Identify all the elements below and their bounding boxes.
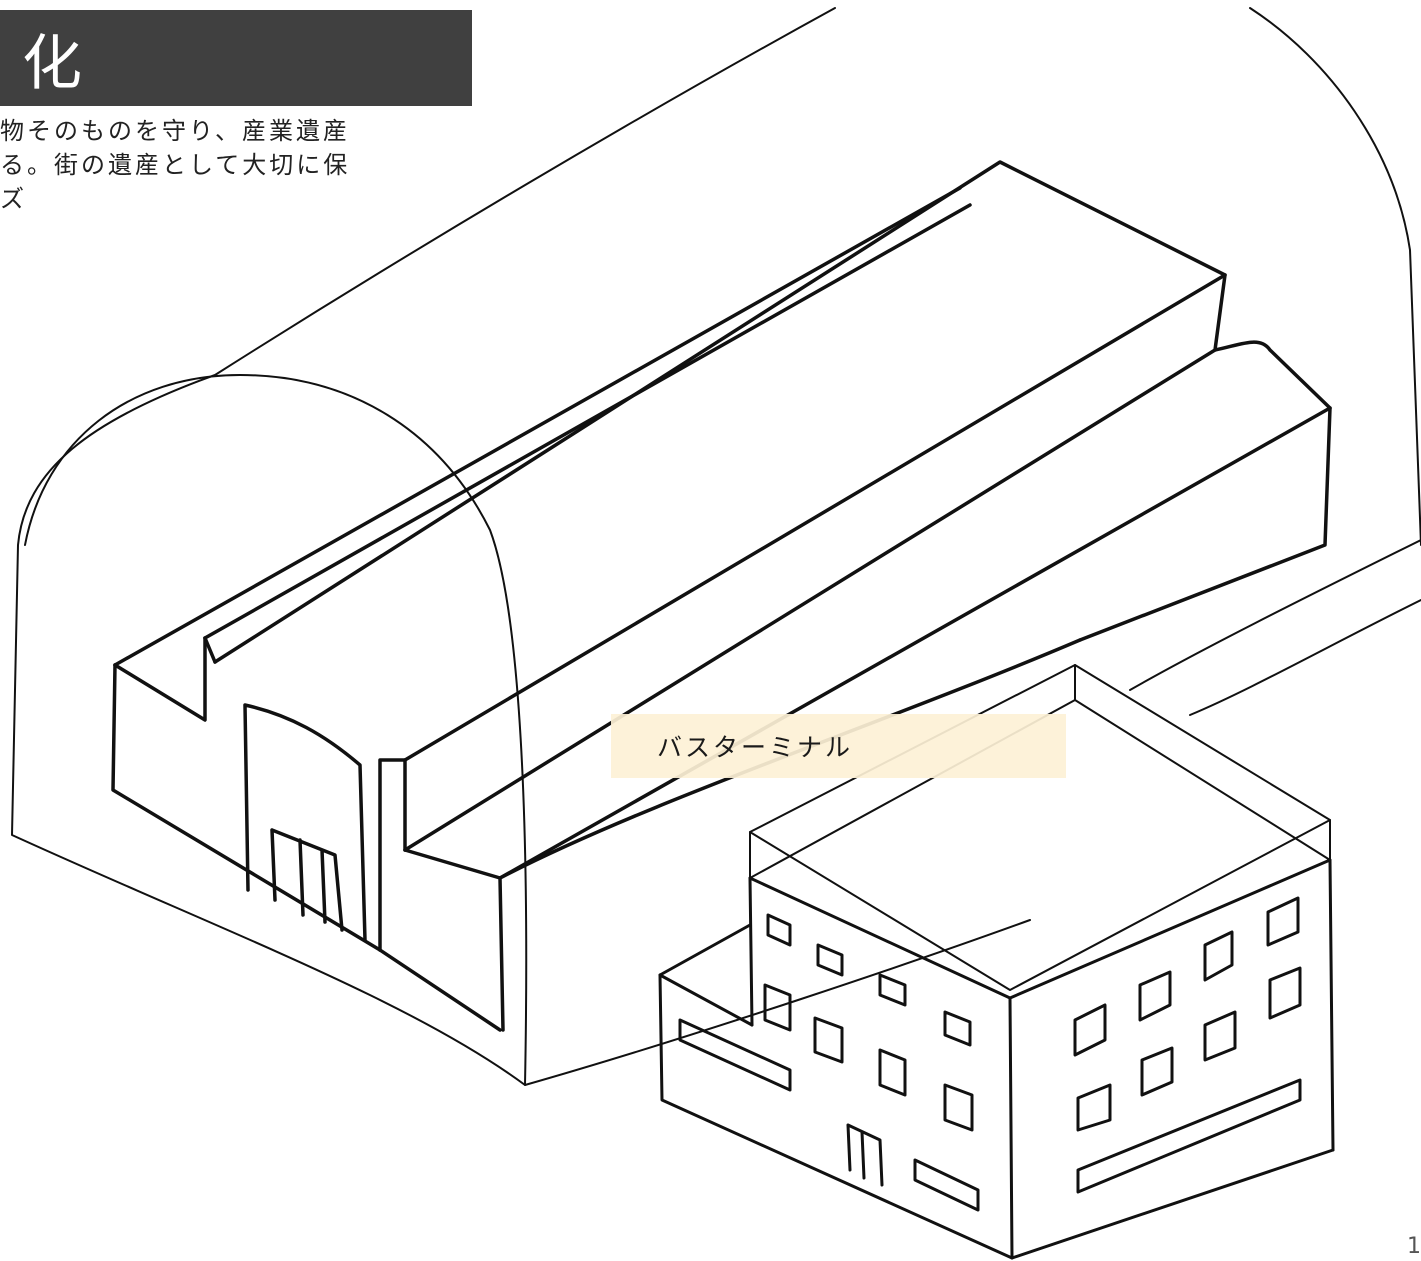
arched-shed (11, 7, 1421, 1086)
section-title: 化 (22, 28, 84, 99)
description-line: ズ (0, 185, 27, 213)
bus-terminal-label-text: バスターミナル (657, 733, 854, 762)
bus-terminal-building (658, 664, 1335, 1260)
warehouse-block (111, 160, 1332, 1032)
description-line: 物そのものを守り、産業遺産 (0, 117, 351, 145)
description-line: る。街の遺産として大切に保 (0, 151, 351, 179)
page-number: 1 (1407, 1234, 1421, 1259)
bus-terminal-label: バスターミナル (611, 714, 1066, 778)
description-text: 物そのものを守り、産業遺産 る。街の遺産として大切に保 ズ (0, 114, 420, 216)
section-title-bar: 化 (0, 10, 472, 106)
